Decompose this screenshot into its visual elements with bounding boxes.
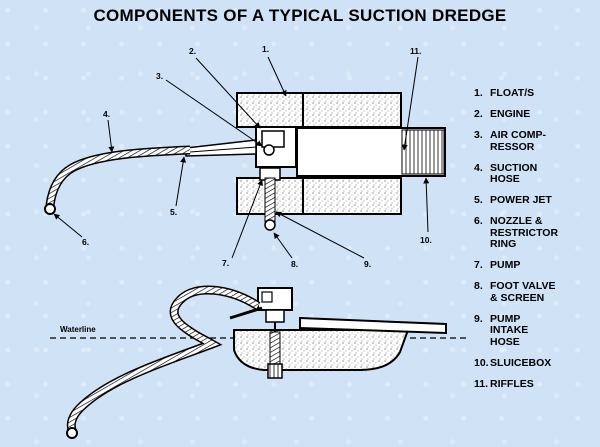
engine-block <box>261 130 285 148</box>
legend-item: 2. ENGINE <box>474 108 596 121</box>
legend-item: 10.SLUICEBOX <box>474 356 596 370</box>
callout-7: 7. <box>222 258 229 268</box>
float-side <box>233 329 410 371</box>
legend-text: AIR COMP- RESSOR <box>490 129 546 153</box>
callout-4: 4. <box>103 109 110 119</box>
legend-num: 5. <box>474 194 483 206</box>
legend-item: 6. NOZZLE & RESTRICTOR RING <box>474 215 596 251</box>
foot-valve-side <box>267 363 283 379</box>
top-view <box>44 92 446 231</box>
air-compressor-top <box>263 144 275 156</box>
float-bottom-right <box>302 177 402 215</box>
legend-item: 9. PUMP INTAKE HOSE <box>474 312 596 349</box>
legend-num: 4. <box>474 161 483 174</box>
legend-item: 1. FLOAT/S <box>474 87 596 100</box>
legend-text: ENGINE <box>490 108 531 120</box>
intake-hose-side <box>269 331 281 365</box>
callout-2: 2. <box>189 46 196 56</box>
riffles-top <box>401 129 445 175</box>
legend-text: SLUICEBOX <box>490 356 552 369</box>
legend-item: 4. SUCTION HOSE <box>474 161 596 186</box>
waterline-label: Waterline <box>60 325 96 334</box>
legend-num: 1. <box>474 87 483 99</box>
foot-valve-top <box>264 219 276 231</box>
legend-text: FOOT VALVE & SCREEN <box>490 280 556 304</box>
legend-num: 10. <box>474 356 489 369</box>
legend-num: 3. <box>474 129 483 141</box>
legend-item: 8. FOOT VALVE & SCREEN <box>474 280 596 304</box>
callout-6: 6. <box>82 237 89 247</box>
callout-10: 10. <box>420 235 432 245</box>
legend-text: POWER JET <box>490 194 552 206</box>
legend-item: 5. POWER JET <box>474 194 596 207</box>
legend-text: RIFFLES <box>490 377 534 390</box>
legend-num: 6. <box>474 215 483 227</box>
nozzle-top <box>44 203 56 215</box>
suction-hose-top <box>45 145 191 206</box>
diagram-title: COMPONENTS OF A TYPICAL SUCTION DREDGE <box>93 6 507 25</box>
callout-5: 5. <box>170 207 177 217</box>
callout-11: 11. <box>410 46 421 56</box>
legend-num: 9. <box>474 312 483 325</box>
callout-9: 9. <box>364 259 371 269</box>
callout-8: 8. <box>291 259 298 269</box>
legend-text: NOZZLE & RESTRICTOR RING <box>490 215 559 250</box>
intake-hose-top <box>264 177 276 223</box>
legend-item: 11.RIFFLES <box>474 377 596 391</box>
callout-numbers: 1. 2. 3. 4. 5. 6. 7. 8. 9. 10. 11. <box>82 44 432 269</box>
callout-3: 3. <box>156 71 163 81</box>
nozzle-side <box>66 427 78 439</box>
pump-side <box>265 309 285 323</box>
legend: 1. FLOAT/S 2. ENGINE 3. AIR COMP- RESSOR 4.… <box>474 87 596 400</box>
legend-text: PUMP INTAKE HOSE <box>490 312 529 348</box>
sluicebox-side <box>299 316 447 335</box>
callout-1: 1. <box>262 44 269 54</box>
side-view <box>50 285 468 439</box>
legend-num: 11. <box>474 377 489 390</box>
legend-text: FLOAT/S <box>490 87 535 99</box>
legend-text: SUCTION HOSE <box>490 161 538 185</box>
callout-leaders <box>53 56 430 259</box>
legend-num: 8. <box>474 280 483 292</box>
float-top-right <box>302 92 402 128</box>
float-top-left <box>236 92 304 128</box>
legend-num: 7. <box>474 259 483 271</box>
legend-text: PUMP <box>490 259 521 271</box>
legend-item: 3. AIR COMP- RESSOR <box>474 129 596 153</box>
legend-num: 2. <box>474 108 483 120</box>
legend-item: 7. PUMP <box>474 259 596 272</box>
